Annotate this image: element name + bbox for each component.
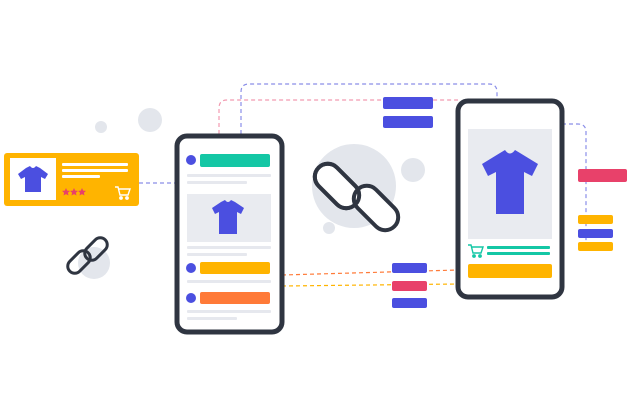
connector-orange [281, 269, 459, 276]
star-icon [78, 188, 86, 196]
list-item-dot [186, 155, 196, 165]
chain-link-icon [312, 161, 401, 233]
right-phone [455, 98, 565, 300]
product-card[interactable] [4, 153, 139, 206]
list-item-dot [186, 293, 196, 303]
decor-circle [95, 121, 107, 133]
tshirt-icon [18, 166, 48, 192]
text-line [187, 310, 271, 313]
product-card-text-line [62, 163, 128, 166]
add-to-cart-button[interactable] [468, 264, 552, 278]
floating-bars [383, 97, 627, 308]
left-phone [174, 133, 285, 335]
connector-lines [139, 83, 587, 287]
text-line [187, 246, 271, 249]
text-line [187, 280, 271, 283]
decor-circle [401, 158, 425, 182]
indigo-bar [392, 263, 427, 273]
pink-bar [578, 169, 627, 182]
tshirt-icon [212, 200, 244, 234]
text-line [187, 317, 237, 320]
pink-bar [392, 281, 427, 291]
cart-icon[interactable] [115, 186, 131, 200]
indigo-bar [578, 229, 613, 238]
connector-yellow [281, 283, 459, 287]
connector-right-blue [562, 123, 587, 248]
star-icon [62, 188, 70, 196]
yellow-bar [578, 215, 613, 224]
product-card-text-line [62, 175, 100, 178]
cart-icon[interactable] [468, 244, 484, 258]
teal-button[interactable] [200, 154, 270, 167]
indigo-bar [383, 97, 433, 109]
indigo-bar [383, 116, 433, 128]
decor-circle [323, 222, 335, 234]
text-line [187, 181, 247, 184]
yellow-button[interactable] [200, 262, 270, 274]
indigo-bar [392, 298, 427, 308]
connector-top-pink [218, 99, 458, 134]
chain-link-icon [66, 236, 109, 275]
decor-circle [138, 108, 162, 132]
star-icons [62, 188, 86, 196]
list-item-dot [186, 263, 196, 273]
teal-line [487, 252, 550, 255]
tshirt-icon [482, 150, 538, 214]
orange-button[interactable] [200, 292, 270, 304]
yellow-bar [578, 242, 613, 251]
connector-top-blue [240, 83, 498, 134]
teal-line [487, 246, 550, 249]
product-card-text-line [62, 169, 128, 172]
text-line [187, 253, 247, 256]
star-icon [70, 188, 78, 196]
text-line [187, 174, 271, 177]
